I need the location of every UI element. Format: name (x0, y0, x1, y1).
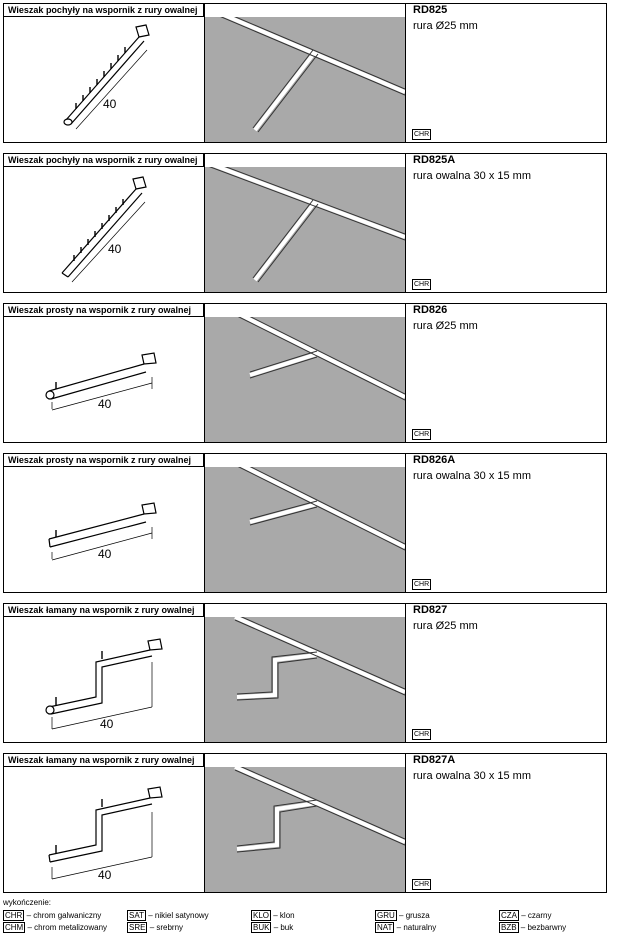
legend-label: – chrom metalizowany (27, 923, 108, 932)
legend-code: CHR (3, 910, 25, 921)
legend-label: – chrom galwaniczny (26, 911, 102, 920)
product-info: RD826 rura Ø25 mm CHR (409, 304, 606, 442)
legend-item: BZB – bezbarwny (499, 922, 567, 933)
product-drawing: 40 (4, 467, 204, 592)
product-drawing: 40 (4, 617, 204, 742)
legend-item: CZA – czarny (499, 910, 552, 921)
product-info: RD825 rura Ø25 mm CHR (409, 4, 606, 142)
product-card-rd825: Wieszak pochyły na wspornik z rury owaln… (3, 3, 607, 143)
legend-label: – buk (273, 923, 294, 932)
product-drawing: 40 (4, 167, 204, 292)
legend-code: BUK (251, 922, 272, 933)
finish-badge: CHR (412, 429, 432, 440)
legend-item: SAT – nikiel satynowy (127, 910, 209, 921)
card-title: Wieszak prosty na wspornik z rury owalne… (4, 304, 204, 317)
product-description: rura Ø25 mm (413, 320, 478, 332)
product-info: RD827A rura owalna 30 x 15 mm CHR (409, 754, 606, 892)
card-title: Wieszak prosty na wspornik z rury owalne… (4, 454, 204, 467)
dimension-label: 40 (108, 242, 122, 256)
legend-label: – grusza (399, 911, 430, 920)
product-code: RD826A (413, 454, 456, 466)
legend-code: SAT (127, 910, 146, 921)
finish-badge: CHR (412, 279, 432, 290)
finish-badge: CHR (412, 129, 432, 140)
legend-code: KLO (251, 910, 272, 921)
dimension-label: 40 (103, 97, 117, 111)
legend-code: BZB (499, 922, 519, 933)
product-code: RD827 (413, 604, 448, 616)
legend-code: CZA (499, 910, 519, 921)
product-card-rd826a: Wieszak prosty na wspornik z rury owalne… (3, 453, 607, 593)
product-description: rura Ø25 mm (413, 620, 478, 632)
legend-code: GRU (375, 910, 397, 921)
dimension-label: 40 (98, 547, 112, 561)
product-photo (204, 767, 406, 892)
legend-item: SRE – srebrny (127, 922, 184, 933)
card-title: Wieszak łamany na wspornik z rury owalne… (4, 754, 204, 767)
legend-label: – bezbarwny (520, 923, 567, 932)
product-description: rura owalna 30 x 15 mm (413, 770, 531, 782)
product-drawing: 40 (4, 317, 204, 442)
product-card-rd827: Wieszak łamany na wspornik z rury owalne… (3, 603, 607, 743)
dimension-label: 40 (98, 397, 112, 411)
product-info: RD826A rura owalna 30 x 15 mm CHR (409, 454, 606, 592)
product-photo (204, 467, 406, 592)
dimension-label: 40 (100, 717, 114, 731)
product-drawing: 40 (4, 17, 204, 142)
legend-code: NAT (375, 922, 395, 933)
legend-item: CHR – chrom galwaniczny (3, 910, 102, 921)
legend-item: CHM – chrom metalizowany (3, 922, 108, 933)
product-description: rura owalna 30 x 15 mm (413, 470, 531, 482)
legend-item: NAT – naturalny (375, 922, 437, 933)
product-code: RD827A (413, 754, 456, 766)
legend-label: – naturalny (396, 923, 437, 932)
card-title: Wieszak pochyły na wspornik z rury owaln… (4, 154, 204, 167)
product-card-rd826: Wieszak prosty na wspornik z rury owalne… (3, 303, 607, 443)
product-card-rd827a: Wieszak łamany na wspornik z rury owalne… (3, 753, 607, 893)
product-photo (204, 17, 406, 142)
product-info: RD827 rura Ø25 mm CHR (409, 604, 606, 742)
product-description: rura owalna 30 x 15 mm (413, 170, 531, 182)
product-drawing: 40 (4, 767, 204, 892)
dimension-label: 40 (98, 868, 112, 882)
finish-badge: CHR (412, 879, 432, 890)
legend-item: KLO – klon (251, 910, 295, 921)
finish-badge: CHR (412, 729, 432, 740)
legend-label: – czarny (521, 911, 552, 920)
legend-label: – klon (273, 911, 295, 920)
legend-item: BUK – buk (251, 922, 294, 933)
card-title: Wieszak łamany na wspornik z rury owalne… (4, 604, 204, 617)
product-info: RD825A rura owalna 30 x 15 mm CHR (409, 154, 606, 292)
legend-heading: wykończenie: (3, 898, 52, 907)
product-photo (204, 317, 406, 442)
product-description: rura Ø25 mm (413, 20, 478, 32)
legend-code: SRE (127, 922, 148, 933)
legend-label: – srebrny (149, 923, 184, 932)
product-photo (204, 617, 406, 742)
product-code: RD825A (413, 154, 456, 166)
legend-code: CHM (3, 922, 26, 933)
product-card-rd825a: Wieszak pochyły na wspornik z rury owaln… (3, 153, 607, 293)
finish-badge: CHR (412, 579, 432, 590)
legend-item: GRU – grusza (375, 910, 430, 921)
legend-label: – nikiel satynowy (148, 911, 209, 920)
product-code: RD826 (413, 304, 448, 316)
card-title: Wieszak pochyły na wspornik z rury owaln… (4, 4, 204, 17)
product-photo (204, 167, 406, 292)
product-code: RD825 (413, 4, 448, 16)
